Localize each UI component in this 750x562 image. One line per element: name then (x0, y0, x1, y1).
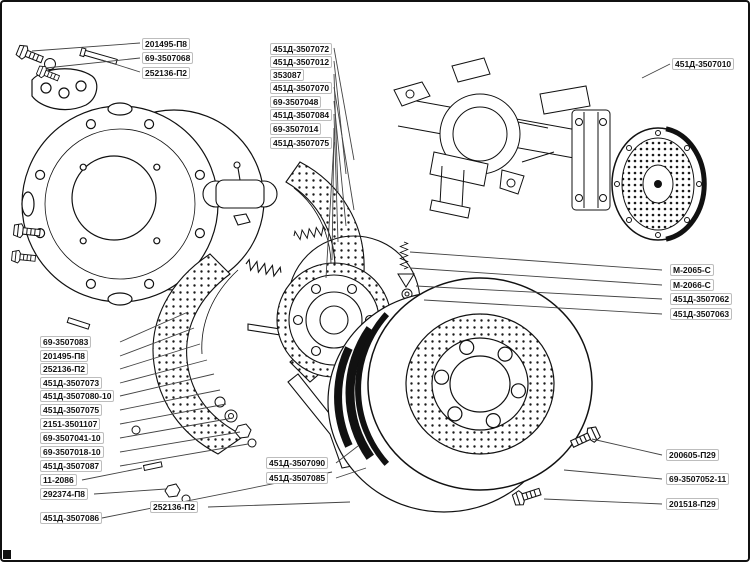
part-label: 200605-П29 (666, 449, 719, 461)
part-label: 69-3507014 (270, 123, 322, 135)
axle-flange (571, 109, 611, 211)
clevis-pin (79, 47, 118, 65)
part-label: 451Д-3507075 (40, 404, 103, 416)
backing-plate (21, 68, 265, 306)
part-label: 451Д-3507087 (40, 460, 103, 472)
spring-seat (429, 151, 489, 187)
part-label: 69-3507068 (142, 52, 194, 64)
part-label: 252136-П2 (150, 501, 199, 513)
part-label: 11-2086 (40, 474, 77, 486)
part-label: 2151-3501107 (40, 418, 101, 430)
part-label: 201495-П8 (40, 350, 89, 362)
small-parts (131, 396, 257, 504)
finned-brake-drum (611, 126, 707, 242)
part-label: 451Д-3507063 (670, 308, 733, 320)
part-label: 451Д-3507072 (270, 43, 333, 55)
part-label: 451Д-3507086 (40, 512, 103, 524)
fasteners-left (10, 43, 118, 330)
axle-assembly (393, 57, 707, 242)
part-label: 451Д-3507084 (270, 109, 333, 121)
part-label: 69-3507048 (270, 96, 322, 108)
brake-drum (327, 277, 593, 513)
part-label: 201495-П8 (142, 38, 191, 50)
part-label: 451Д-3507010 (672, 58, 735, 70)
part-label: 451Д-3507075 (270, 137, 333, 149)
bleeder-screw (233, 161, 241, 169)
part-label: М-2066-С (670, 279, 714, 291)
part-label: 252136-П2 (40, 363, 89, 375)
wheel-cylinder (202, 161, 278, 226)
corner-artifact (3, 550, 11, 559)
part-label: 69-3507018-10 (40, 446, 104, 458)
part-label: 69-3507041-10 (40, 432, 104, 444)
part-label: 252136-П2 (142, 67, 191, 79)
part-label: 292374-П8 (40, 488, 89, 500)
anchor-pin (66, 316, 91, 330)
part-label: 451Д-3507062 (670, 293, 733, 305)
part-label: М-2065-С (670, 264, 714, 276)
brake-shoe-left (152, 253, 246, 455)
leader-lines (31, 42, 671, 519)
adjuster-nut (233, 213, 251, 226)
part-label: 451Д-3507085 (266, 472, 329, 484)
part-label: 451Д-3507080-10 (40, 390, 115, 402)
part-label: 201518-П29 (666, 498, 719, 510)
part-label: 451Д-3507073 (40, 377, 103, 389)
part-label: 69-3507052-11 (666, 473, 730, 485)
part-label: 353087 (270, 69, 305, 81)
part-label: 451Д-3507090 (266, 457, 329, 469)
part-label: 69-3507083 (40, 336, 92, 348)
part-label: 451Д-3507070 (270, 82, 333, 94)
part-label: 451Д-3507012 (270, 56, 333, 68)
